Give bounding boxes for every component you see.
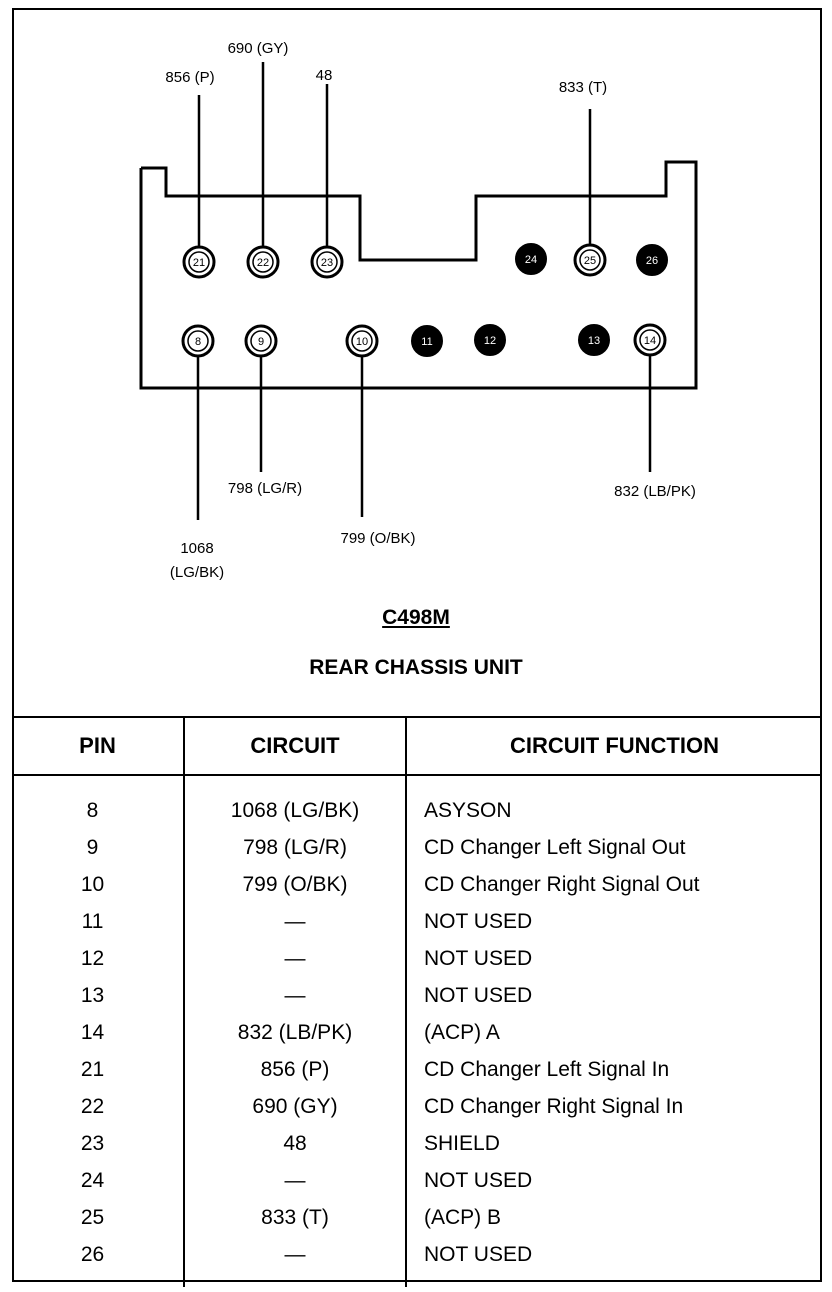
cell-circuit: 856 (P) bbox=[183, 1051, 406, 1088]
cell-circuit-function: NOT USED bbox=[405, 1236, 822, 1287]
pin-table: PIN CIRCUIT CIRCUIT FUNCTION 8 1068 (LG/B… bbox=[12, 716, 822, 1287]
pin-14: 14 bbox=[633, 323, 667, 357]
cell-circuit: — bbox=[183, 977, 406, 1014]
cell-circuit-function: NOT USED bbox=[405, 903, 822, 940]
cell-circuit: 48 bbox=[183, 1125, 406, 1162]
wire-label-8-line1: 1068 bbox=[180, 540, 213, 557]
cell-circuit-function: NOT USED bbox=[405, 940, 822, 977]
cell-circuit: — bbox=[183, 903, 406, 940]
pin-24: 24 bbox=[515, 243, 547, 275]
wire-label-8-line2: (LG/BK) bbox=[170, 564, 224, 581]
pin-25: 25 bbox=[573, 243, 607, 277]
pin-number-14: 14 bbox=[644, 335, 656, 347]
pin-number-21: 21 bbox=[193, 257, 205, 269]
cell-circuit-function: NOT USED bbox=[405, 977, 822, 1014]
pin-number-22: 22 bbox=[257, 257, 269, 269]
cell-circuit: — bbox=[183, 1236, 406, 1287]
table-row: 14 832 (LB/PK)(ACP) A bbox=[12, 1014, 822, 1051]
cell-circuit: — bbox=[183, 1162, 406, 1199]
pin-8: 8 bbox=[181, 324, 215, 358]
pin-number-11: 11 bbox=[421, 336, 432, 348]
header-circuit: CIRCUIT bbox=[183, 716, 406, 776]
cell-circuit: 690 (GY) bbox=[183, 1088, 406, 1125]
table-row: 12 —NOT USED bbox=[12, 940, 822, 977]
cell-circuit: 833 (T) bbox=[183, 1199, 406, 1236]
wire-label-9: 798 (LG/R) bbox=[228, 480, 302, 497]
table-row: 11 —NOT USED bbox=[12, 903, 822, 940]
cell-circuit-function: NOT USED bbox=[405, 1162, 822, 1199]
cell-pin: 10 bbox=[80, 872, 105, 896]
pin-9: 9 bbox=[244, 324, 278, 358]
pin-22: 22 bbox=[246, 245, 280, 279]
cell-pin: 21 bbox=[80, 1057, 105, 1081]
cell-pin: 26 bbox=[80, 1242, 105, 1266]
cell-pin: 13 bbox=[80, 983, 105, 1007]
table-row: 13 —NOT USED bbox=[12, 977, 822, 1014]
pin-11: 11 bbox=[411, 325, 443, 357]
cell-pin: 23 bbox=[80, 1131, 105, 1155]
wire-label-14: 832 (LB/PK) bbox=[614, 483, 696, 500]
cell-circuit: 799 (O/BK) bbox=[183, 866, 406, 903]
cell-circuit-function: CD Changer Left Signal Out bbox=[405, 829, 822, 866]
wire-label-22: 690 (GY) bbox=[228, 40, 289, 57]
cell-circuit-function: (ACP) A bbox=[405, 1014, 822, 1051]
pin-number-26: 26 bbox=[646, 255, 658, 267]
table-header-row: PIN CIRCUIT CIRCUIT FUNCTION bbox=[12, 716, 822, 776]
cell-pin: 14 bbox=[80, 1020, 105, 1044]
pin-number-10: 10 bbox=[356, 336, 368, 348]
cell-circuit-function: CD Changer Right Signal Out bbox=[405, 866, 822, 903]
cell-pin: 25 bbox=[80, 1205, 105, 1229]
wire-label-10: 799 (O/BK) bbox=[340, 530, 415, 547]
cell-circuit: 798 (LG/R) bbox=[183, 829, 406, 866]
cell-circuit-function: SHIELD bbox=[405, 1125, 822, 1162]
wire-label-21: 856 (P) bbox=[165, 69, 214, 86]
table-row: 9 798 (LG/R)CD Changer Left Signal Out bbox=[12, 829, 822, 866]
pin-number-9: 9 bbox=[258, 336, 264, 348]
pin-21: 21 bbox=[182, 245, 216, 279]
table-row: 24 —NOT USED bbox=[12, 1162, 822, 1199]
pin-number-12: 12 bbox=[484, 335, 496, 347]
cell-circuit-function: (ACP) B bbox=[405, 1199, 822, 1236]
pin-26: 26 bbox=[636, 244, 668, 276]
connector-diagram: 21 22 23 24 25 26 8 9 10 11 12 13 14 856 (P) 690 (GY)… bbox=[139, 40, 698, 581]
cell-pin: 9 bbox=[86, 835, 99, 859]
cell-circuit-function: CD Changer Right Signal In bbox=[405, 1088, 822, 1125]
cell-circuit: 1068 (LG/BK) bbox=[183, 775, 406, 829]
table-row: 8 1068 (LG/BK)ASYSON bbox=[12, 775, 822, 829]
connector-housing bbox=[139, 160, 698, 390]
pin-number-8: 8 bbox=[195, 336, 201, 348]
table-row: 26 —NOT USED bbox=[12, 1236, 822, 1287]
cell-pin: 24 bbox=[80, 1168, 105, 1192]
cell-pin: 22 bbox=[80, 1094, 105, 1118]
cell-pin: 12 bbox=[80, 946, 105, 970]
cell-circuit: — bbox=[183, 940, 406, 977]
connector-name: C498M bbox=[382, 606, 450, 629]
wire-label-25: 833 (T) bbox=[559, 79, 607, 96]
header-pin: PIN bbox=[12, 716, 184, 776]
cell-pin: 11 bbox=[81, 909, 104, 933]
pin-10: 10 bbox=[345, 324, 379, 358]
cell-circuit: 832 (LB/PK) bbox=[183, 1014, 406, 1051]
pin-number-23: 23 bbox=[321, 257, 333, 269]
header-circuit-function: CIRCUIT FUNCTION bbox=[405, 716, 822, 776]
cell-circuit-function: ASYSON bbox=[405, 775, 822, 829]
pin-12: 12 bbox=[474, 324, 506, 356]
table-row: 10 799 (O/BK)CD Changer Right Signal Out bbox=[12, 866, 822, 903]
pin-23: 23 bbox=[310, 245, 344, 279]
connector-description: REAR CHASSIS UNIT bbox=[309, 656, 523, 679]
cell-circuit-function: CD Changer Left Signal In bbox=[405, 1051, 822, 1088]
pin-number-24: 24 bbox=[525, 254, 537, 266]
pin-13: 13 bbox=[578, 324, 610, 356]
pin-number-25: 25 bbox=[584, 255, 596, 267]
table-row: 25 833 (T)(ACP) B bbox=[12, 1199, 822, 1236]
wire-label-23: 48 bbox=[316, 67, 333, 84]
table-row: 21 856 (P)CD Changer Left Signal In bbox=[12, 1051, 822, 1088]
cell-pin: 8 bbox=[86, 798, 99, 822]
pin-number-13: 13 bbox=[588, 335, 600, 347]
table-row: 22 690 (GY)CD Changer Right Signal In bbox=[12, 1088, 822, 1125]
